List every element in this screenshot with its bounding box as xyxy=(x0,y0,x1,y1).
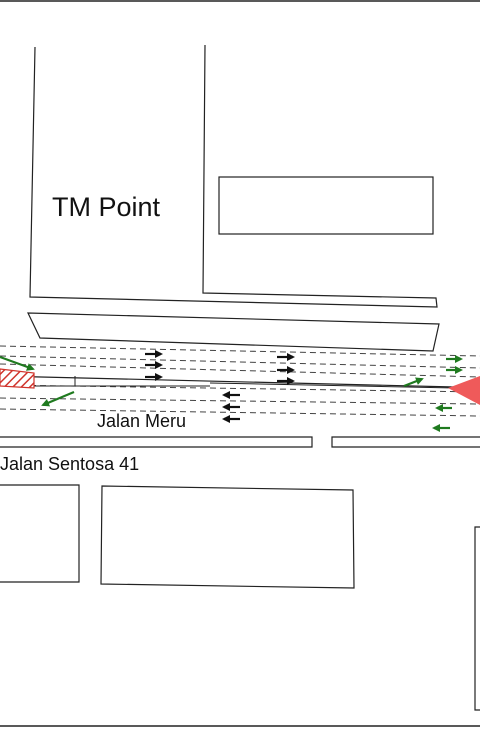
building-annex xyxy=(218,176,434,235)
lane-markings xyxy=(0,345,480,417)
hatch-zone xyxy=(0,368,35,389)
traffic-arrows-eastbound xyxy=(145,350,295,385)
median-strip xyxy=(27,312,440,352)
building-lower-left xyxy=(0,484,80,583)
traffic-arrows-westbound xyxy=(222,391,240,423)
building-lower-right xyxy=(474,526,480,711)
road-kerb-left xyxy=(0,436,313,448)
arrow-left-icon xyxy=(41,390,75,407)
arrow-right-icon xyxy=(403,377,424,388)
building-tm-point xyxy=(29,44,438,308)
street-label-side: Jalan Sentosa 41 xyxy=(0,454,140,474)
street-label-main: Jalan Meru xyxy=(97,411,187,431)
road-divider xyxy=(0,375,456,388)
road-divider-inner xyxy=(209,382,456,389)
arrow-right-icon xyxy=(0,355,35,371)
building-lower-middle xyxy=(100,485,355,589)
road-kerb-right xyxy=(331,436,480,448)
green-arrows xyxy=(0,355,463,432)
warning-marker xyxy=(448,376,480,405)
building-label: TM Point xyxy=(52,192,161,222)
